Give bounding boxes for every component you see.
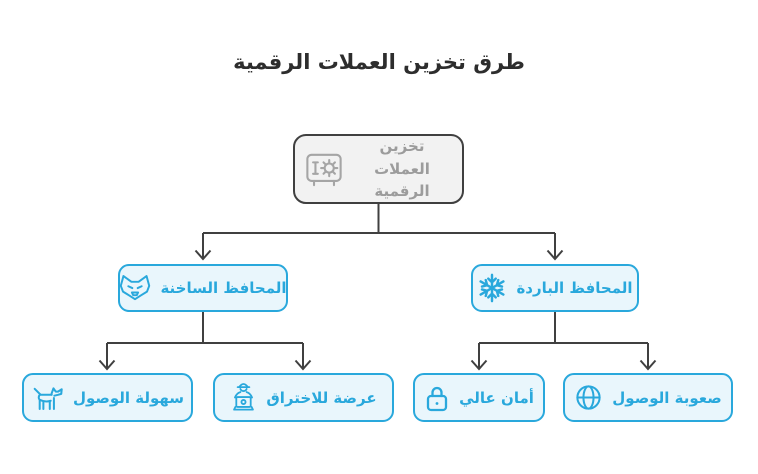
lock-icon: [424, 383, 450, 413]
node-cold-wallets: المحافظ الباردة: [471, 264, 639, 312]
node-root-storage: تخزين العملات الرقمية: [293, 134, 464, 204]
edge-hot-to-children: [98, 312, 312, 371]
node-label: سهولة الوصول: [72, 388, 185, 407]
diagram-title: طرق تخزين العملات الرقمية: [233, 50, 525, 74]
node-label: صعوبة الوصول: [612, 388, 722, 407]
edge-cold-to-children: [470, 312, 657, 371]
node-label: المحافظ الساخنة: [160, 279, 287, 297]
node-label: عرضة للاختراق: [266, 388, 377, 407]
edge-root-to-children: [194, 204, 564, 261]
node-hot-wallets: المحافظ الساخنة: [118, 264, 288, 312]
node-hack-risk: عرضة للاختراق: [213, 373, 394, 422]
snowflake-icon: [477, 273, 507, 303]
node-easy-access: سهولة الوصول: [22, 373, 193, 422]
dog-icon: [31, 384, 64, 412]
globe-icon: [574, 383, 603, 412]
node-label: المحافظ الباردة: [516, 279, 633, 297]
hacker-icon: [230, 381, 257, 414]
fox-icon: [119, 274, 151, 303]
node-high-security: أمان عالي: [413, 373, 545, 422]
node-hard-access: صعوبة الوصول: [563, 373, 733, 422]
node-label: أمان عالي: [459, 388, 534, 407]
node-label: تخزين العملات الرقمية: [374, 137, 430, 201]
safe-icon: [305, 152, 343, 187]
